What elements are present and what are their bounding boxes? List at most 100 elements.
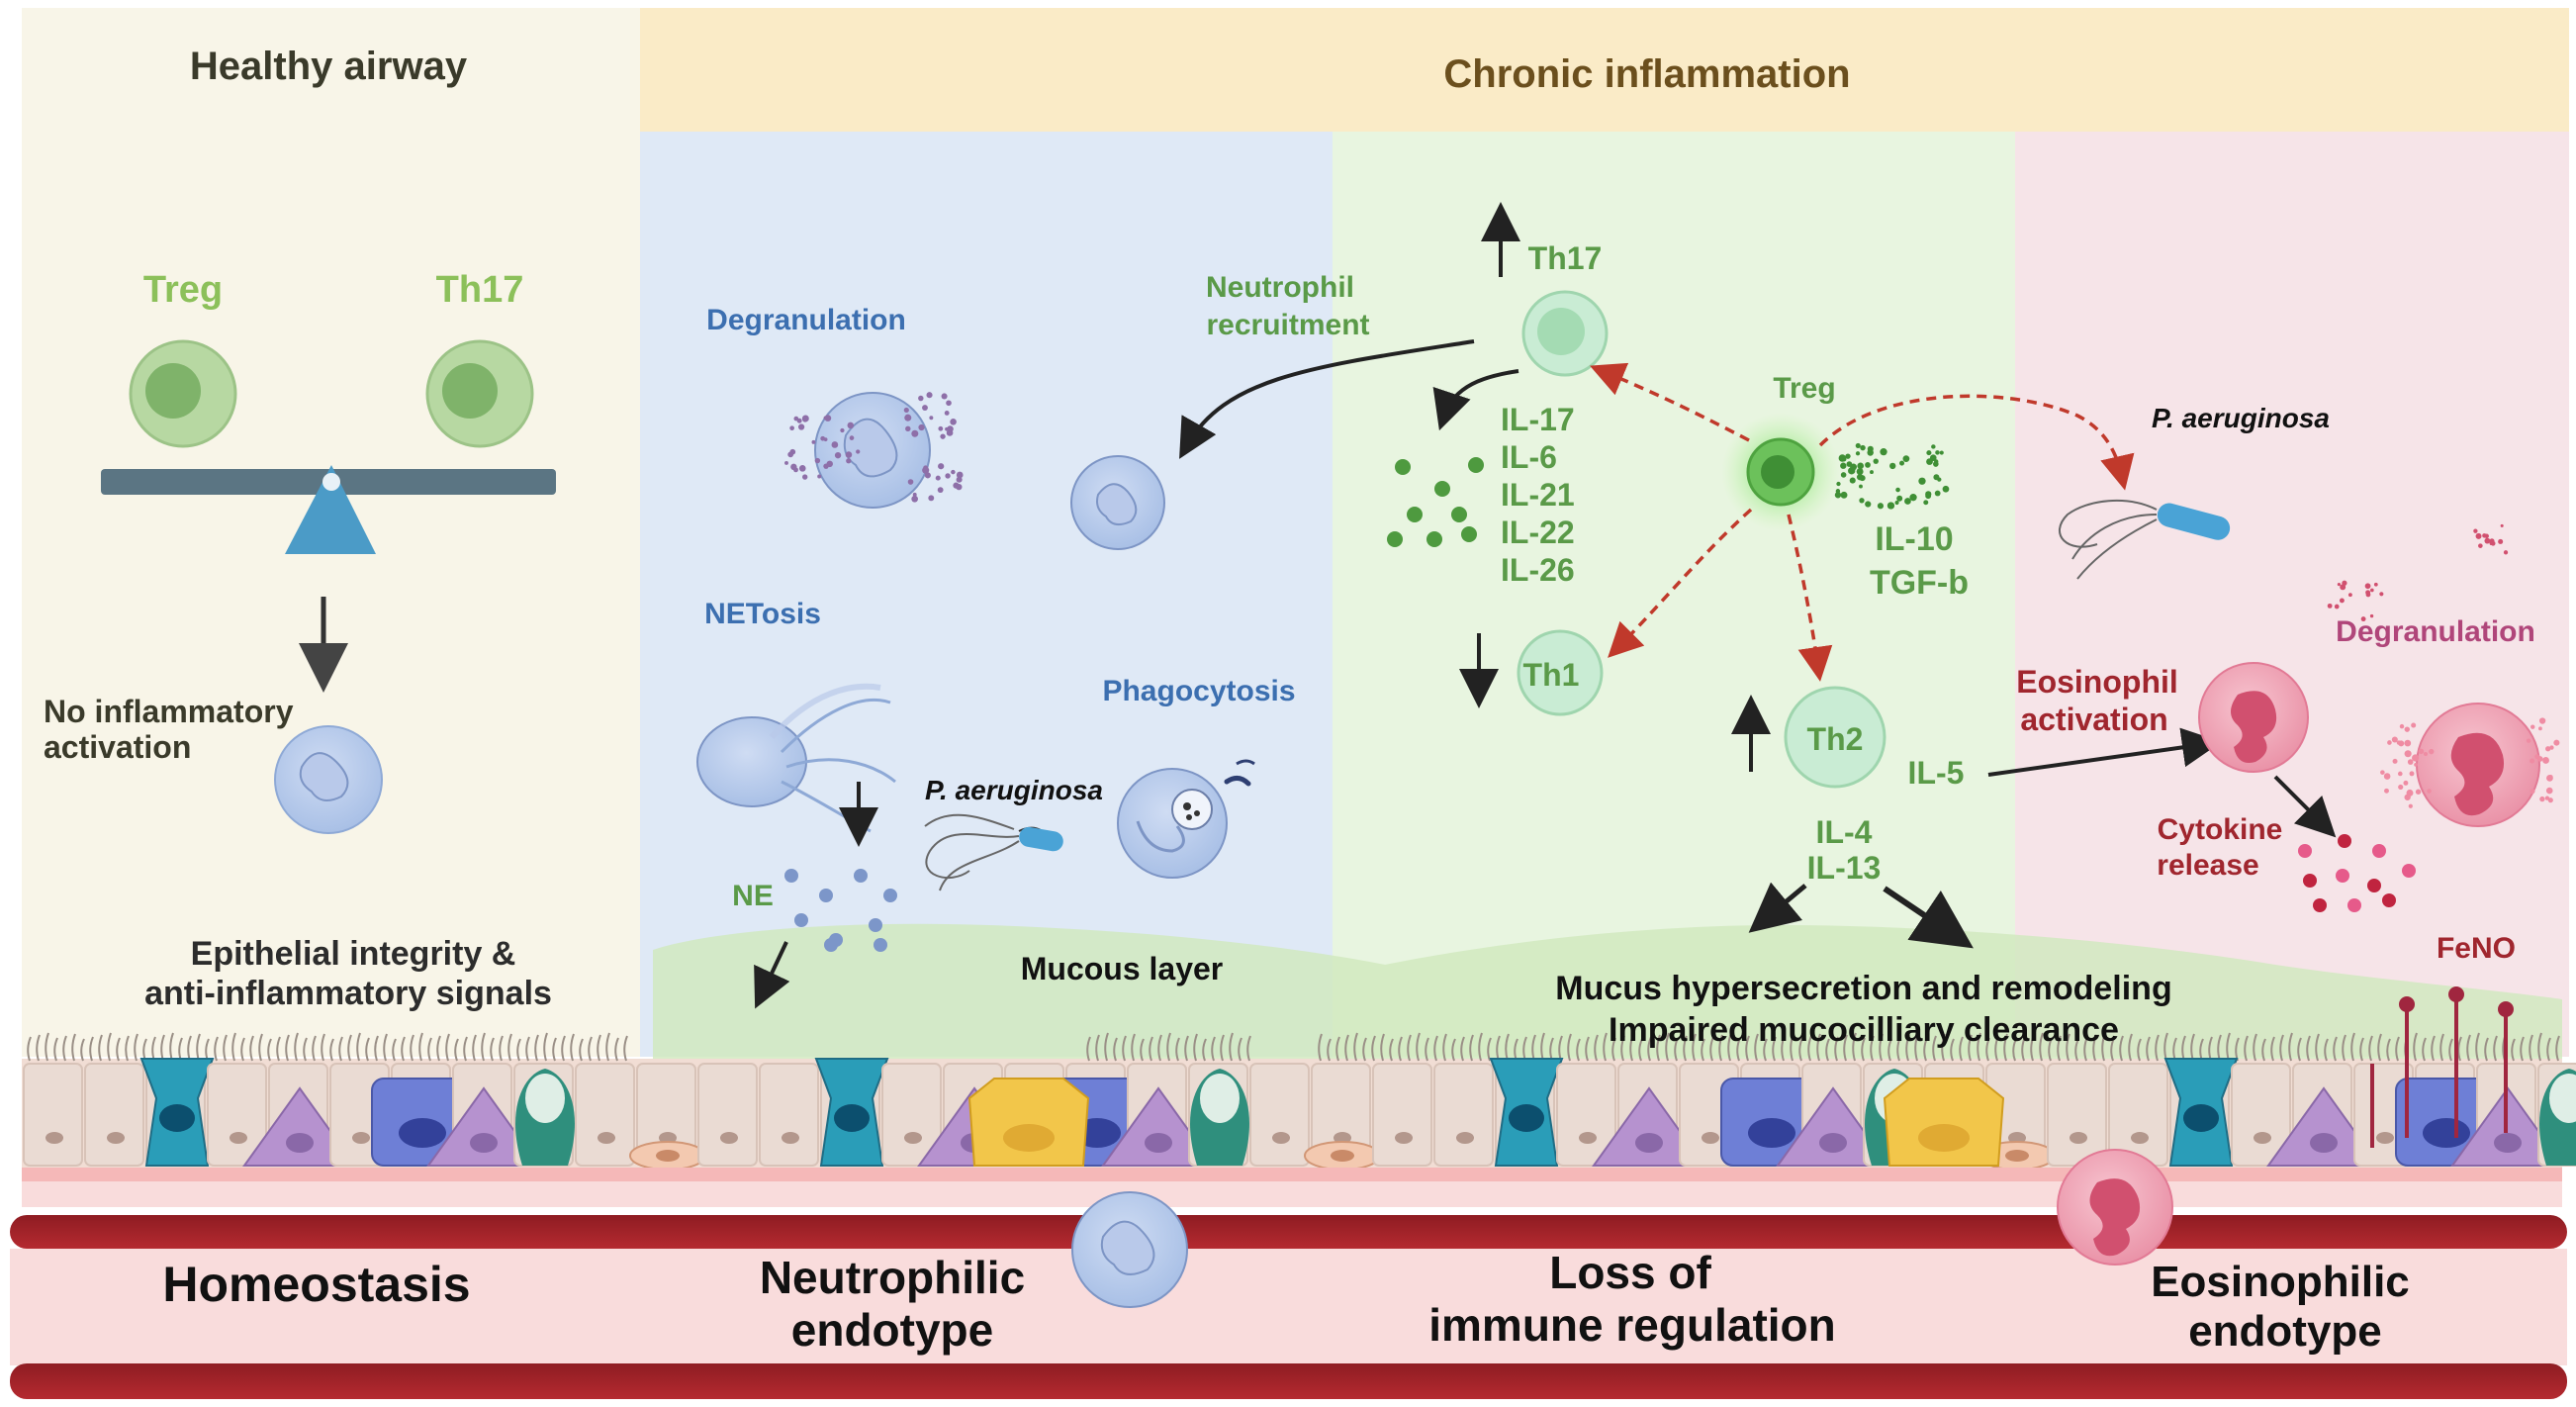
cilium — [1157, 1034, 1162, 1062]
eos-degranulation-dot — [2387, 740, 2392, 745]
eos-granule-dot — [2327, 603, 2333, 609]
columnar-cell — [2231, 1063, 2291, 1167]
cilium — [1638, 1038, 1643, 1062]
cilium — [579, 1038, 584, 1062]
granule-dot — [935, 475, 941, 481]
cilium — [2137, 1038, 2142, 1062]
treg-cytokine-dot — [1856, 468, 1864, 476]
eos-granule-dot — [2347, 593, 2352, 598]
eos-granule-dot — [2364, 583, 2371, 590]
cilium — [71, 1033, 76, 1062]
cilium — [552, 1037, 557, 1062]
cilium — [2555, 1035, 2560, 1062]
cilium — [2101, 1032, 2106, 1062]
eos-degranulation-dot — [2544, 796, 2550, 800]
eos-degranulation-dot — [2404, 739, 2412, 747]
eos-degranulation-dot — [2415, 789, 2422, 795]
eos-degranulation-dot — [2545, 746, 2551, 752]
cell-nucleus — [659, 1132, 677, 1144]
columnar-cell — [2047, 1063, 2107, 1167]
eos-granule-dot — [2489, 541, 2494, 546]
treg-cytokine-dot — [1850, 463, 1858, 471]
neuroendocrine-nucleus — [1918, 1124, 1970, 1152]
cilium — [516, 1038, 521, 1062]
cilium — [1149, 1036, 1153, 1062]
granule-dot — [787, 451, 794, 458]
cilium — [2244, 1035, 2249, 1062]
cilium — [2092, 1034, 2097, 1062]
cilium — [294, 1032, 299, 1062]
granule-dot — [938, 463, 945, 470]
cytokine-release-dots — [2298, 834, 2416, 912]
ne-granule — [784, 869, 798, 883]
eos-granule-dot — [2478, 543, 2483, 548]
th1-cell — [1517, 629, 1604, 716]
cilium — [1460, 1036, 1465, 1062]
cilium — [1318, 1033, 1323, 1062]
treg-cytokine-dot — [1835, 489, 1841, 494]
th17-nucleus — [442, 363, 498, 419]
cilium — [1977, 1032, 1981, 1062]
eos-granule-dot — [2473, 528, 2478, 533]
eosinophil-vessel — [2057, 1149, 2173, 1266]
th17-cytokine-dot — [1387, 531, 1403, 547]
granule-dot — [923, 465, 929, 471]
chronic-title: Chronic inflammation — [1443, 52, 1850, 96]
brush-cell — [426, 1086, 541, 1167]
cilium — [321, 1033, 325, 1062]
granule-dot — [953, 482, 960, 489]
neutrophilic-line2: endotype — [791, 1304, 993, 1356]
treg-cytokine-dot — [1859, 484, 1863, 489]
treg-inflamed-label: Treg — [1773, 372, 1835, 405]
treg-cytokine-dot — [1934, 490, 1941, 497]
homeostasis-label: Homeostasis — [162, 1257, 470, 1312]
cilium — [1816, 1033, 1821, 1062]
neuroendocrine-nucleus — [1003, 1124, 1055, 1152]
cilium — [2342, 1034, 2346, 1062]
granule-dot — [911, 429, 919, 437]
eos-degranulation-dot — [2411, 722, 2417, 728]
cilium — [1852, 1032, 1857, 1062]
epithelial-cells — [23, 1058, 2576, 1171]
brush-nucleus — [1635, 1133, 1663, 1153]
cilium — [2012, 1038, 2017, 1062]
neuroendocrine-cell — [1883, 1078, 2005, 1167]
cilium — [2457, 1036, 2462, 1062]
eos-degranulation-dot — [2411, 754, 2420, 762]
cell-nucleus — [2008, 1132, 2026, 1144]
basal-nucleus — [656, 1150, 680, 1162]
cilium — [1994, 1035, 1999, 1062]
cilium — [1246, 1035, 1251, 1062]
eos-degranulation-dot — [2380, 770, 2385, 775]
treg-cytokine-dot — [1894, 500, 1899, 506]
cilium — [1175, 1037, 1180, 1062]
cilium — [45, 1032, 49, 1062]
cilium — [2475, 1032, 2480, 1062]
treg-nucleus — [145, 363, 201, 419]
cilium — [2484, 1037, 2489, 1062]
th17-cytokine-dot — [1426, 531, 1442, 547]
cilium — [392, 1038, 397, 1062]
vessel-lumen — [10, 1249, 2567, 1365]
club-nucleus — [399, 1118, 446, 1148]
stem-nucleus — [834, 1104, 870, 1132]
granule-dot — [823, 416, 828, 421]
cytokine-dot — [2372, 844, 2386, 858]
cilium — [1745, 1035, 1750, 1062]
neutrophil-vessel — [1071, 1191, 1188, 1308]
cilium — [1941, 1033, 1946, 1062]
ne-granule — [824, 938, 838, 952]
granule-dot — [903, 407, 909, 414]
treg-cytokine-dot — [1840, 472, 1847, 478]
eos-degranulation-dot — [2418, 748, 2425, 755]
p-aeruginosa-neutro — [924, 813, 1063, 891]
granule-dot — [938, 425, 944, 431]
th17-cytokine-dot — [1461, 526, 1477, 542]
cilium — [1407, 1034, 1412, 1062]
cilium — [1887, 1038, 1892, 1062]
eos-degranulation-dot — [2549, 745, 2554, 750]
cilium — [499, 1035, 504, 1062]
granule-dot — [928, 495, 935, 502]
cilium — [1425, 1037, 1429, 1062]
